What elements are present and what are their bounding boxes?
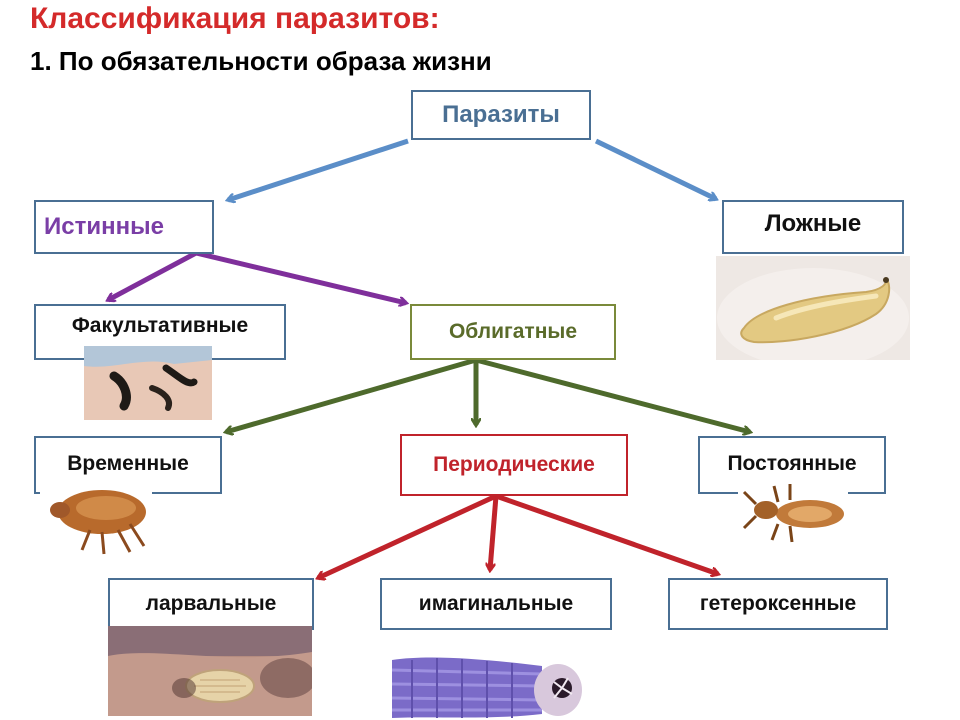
node-obligate-label: Облигатные <box>448 320 578 343</box>
arrow-root-to-false <box>594 138 716 199</box>
node-permanent-label: Постоянные <box>727 452 857 475</box>
node-larval-label: ларвальные <box>145 592 277 615</box>
fly-larva-photo <box>716 256 910 360</box>
page-title: Классификация паразитов: <box>30 2 440 35</box>
node-temporary-label: Временные <box>67 452 189 475</box>
arrow-true-to-facultative <box>108 250 198 300</box>
node-parasites-label: Паразиты <box>442 101 560 128</box>
louse-photo <box>738 480 848 546</box>
node-false-label: Ложные <box>764 210 862 237</box>
node-heteroxenous-label: гетероксенные <box>699 592 857 615</box>
node-parasites: Паразиты <box>411 90 591 140</box>
node-facultative-label: Факультативные <box>71 314 249 337</box>
arrow-periodic-to-heteroxenous <box>495 493 718 574</box>
node-imaginal-label: имагинальные <box>418 592 574 615</box>
node-larval: ларвальные <box>108 578 314 630</box>
node-true: Истинные <box>34 200 214 254</box>
node-heteroxenous: гетероксенные <box>668 578 888 630</box>
node-imaginal: имагинальные <box>380 578 612 630</box>
page-subtitle: 1. По обязательности образа жизни <box>30 46 492 76</box>
arrow-root-to-true <box>228 138 409 200</box>
arrow-true-to-obligate <box>195 250 406 303</box>
flea-photo <box>40 478 152 560</box>
larva-in-skin-photo <box>108 626 312 716</box>
node-permanent: Постоянные <box>698 436 886 494</box>
node-facultative: Факультативные <box>34 304 286 360</box>
node-periodic: Периодические <box>400 434 628 496</box>
node-true-label: Истинные <box>44 213 164 240</box>
arrow-periodic-to-larval <box>318 493 498 578</box>
node-obligate: Облигатные <box>410 304 616 360</box>
leech-on-skin-photo <box>84 346 212 420</box>
node-false: Ложные <box>722 200 904 254</box>
arrow-periodic-to-imaginal <box>490 495 499 570</box>
worm-head-photo <box>392 630 584 720</box>
node-periodic-label: Периодические <box>433 453 595 476</box>
arrow-obligate-to-temporary <box>226 357 477 432</box>
arrow-obligate-to-permanent <box>475 357 750 432</box>
